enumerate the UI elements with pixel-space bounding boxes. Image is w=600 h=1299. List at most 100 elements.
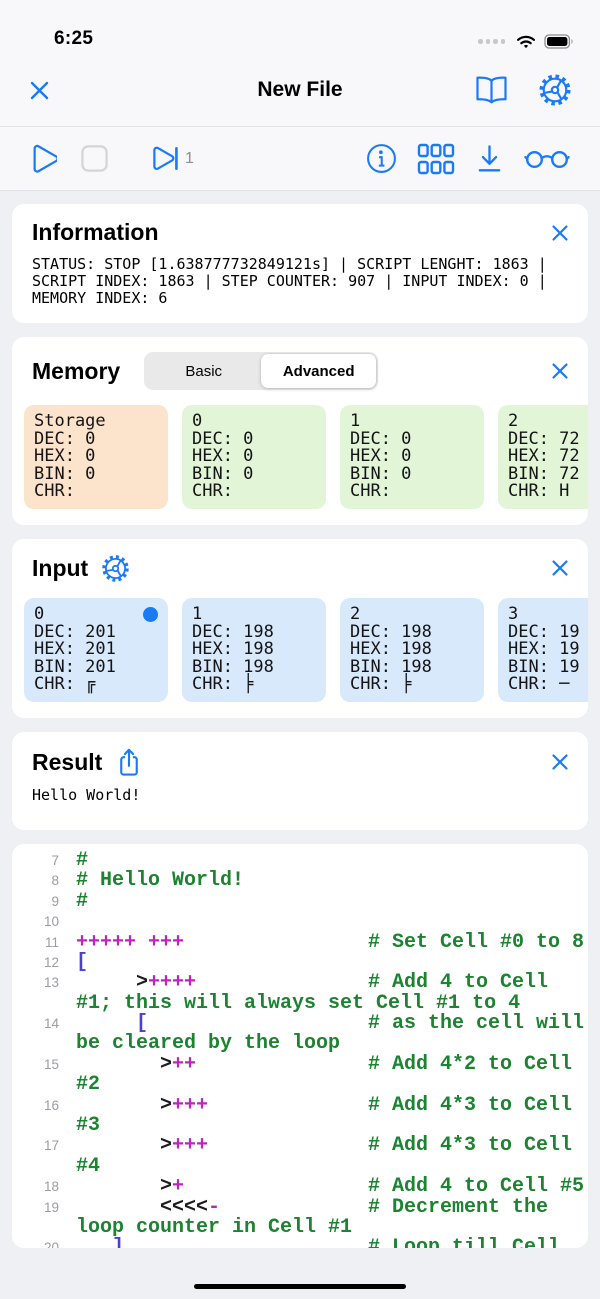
information-title: Information xyxy=(32,219,159,245)
code-line xyxy=(76,912,588,932)
nav-bar: New File xyxy=(0,54,600,127)
code-row[interactable]: 15 >++# Add 4*2 to Cell xyxy=(12,1052,588,1076)
clock: 6:25 xyxy=(54,28,94,49)
cell-line: HEX: 198 xyxy=(192,639,274,660)
cell-line: 3 xyxy=(508,603,519,624)
code-row[interactable]: 8# Hello World! xyxy=(12,871,588,891)
code-row[interactable]: #2 xyxy=(12,1075,588,1095)
cell-line: Storage xyxy=(34,411,106,431)
cell-line: 1 xyxy=(192,603,203,624)
memory-close-button[interactable] xyxy=(550,361,570,381)
wifi-icon xyxy=(515,33,537,50)
step-count: 1 xyxy=(185,149,194,167)
cell-line: 0 xyxy=(192,411,203,431)
reference-book-button[interactable] xyxy=(473,75,510,105)
cell-line: 0 xyxy=(34,603,45,624)
cell-line: CHR: xyxy=(192,481,244,502)
cellular-signal-icon xyxy=(478,39,505,44)
cell-line: CHR: ─ xyxy=(508,674,570,695)
code-row[interactable]: 14 [# as the cell will xyxy=(12,1013,588,1034)
code-comment: # Add 4 to Cell xyxy=(368,971,549,995)
step-forward-button[interactable] xyxy=(150,144,181,173)
cell-line: BIN: 0 xyxy=(350,463,412,484)
code-row[interactable]: 11+++++ +++# Set Cell #0 to 8 xyxy=(12,932,588,953)
line-number: 12 xyxy=(43,954,59,970)
code-line: # xyxy=(76,889,89,913)
cell-line: DEC: 0 xyxy=(192,428,254,449)
settings-gear-button[interactable] xyxy=(538,73,572,107)
result-title: Result xyxy=(32,748,103,775)
code-row[interactable]: loop counter in Cell #1 xyxy=(12,1215,588,1239)
cell-line: BIN: 72 xyxy=(508,463,580,484)
code-row[interactable]: #1; this will always set Cell #1 to 4 xyxy=(12,993,588,1014)
code-row[interactable]: 9# xyxy=(12,889,588,913)
information-close-button[interactable] xyxy=(550,223,570,243)
close-file-button[interactable] xyxy=(28,79,51,102)
code-line: # Hello World! xyxy=(76,869,245,893)
stop-button[interactable] xyxy=(80,144,109,173)
line-number xyxy=(12,1075,76,1095)
code-comment: # Add 4 to Cell #5 xyxy=(368,1175,585,1199)
code-row[interactable]: 13 >++++# Add 4 to Cell xyxy=(12,971,588,995)
information-card: Information STATUS: STOP [1.638777732849… xyxy=(12,204,588,323)
line-number: 15 xyxy=(43,1056,59,1072)
result-close-button[interactable] xyxy=(550,752,570,772)
code-line: loop counter in Cell #1 xyxy=(76,1215,353,1239)
input-panel-toggle-button[interactable] xyxy=(474,143,505,174)
line-number: 10 xyxy=(43,914,59,930)
tab-advanced[interactable]: Advanced xyxy=(261,354,377,388)
code-row[interactable]: 17 >+++# Add 4*3 to Cell xyxy=(12,1135,588,1156)
input-close-button[interactable] xyxy=(550,558,570,578)
code-row[interactable]: 19 <<<<-# Decrement the xyxy=(12,1197,588,1218)
line-number xyxy=(12,1218,76,1238)
cell-line: HEX: 0 xyxy=(192,446,254,467)
cell-line: CHR: H xyxy=(508,481,570,502)
code-row[interactable]: 10 xyxy=(12,912,588,932)
code-row[interactable]: 12[ xyxy=(12,952,588,973)
input-title: Input xyxy=(32,554,89,581)
cell-line: CHR: ╞ xyxy=(192,674,254,695)
line-number: 11 xyxy=(44,934,59,950)
line-number xyxy=(12,1034,76,1054)
line-number xyxy=(12,1157,76,1177)
code-row[interactable]: 18 >+# Add 4 to Cell #5 xyxy=(12,1175,588,1199)
info-panel-toggle-button[interactable] xyxy=(365,142,398,175)
code-row[interactable]: #3 xyxy=(12,1115,588,1136)
run-button[interactable] xyxy=(30,143,57,174)
memory-title: Memory xyxy=(32,357,121,384)
battery-icon xyxy=(544,34,574,49)
code-row[interactable]: 16 >+++# Add 4*3 to Cell xyxy=(12,1095,588,1116)
page-title: New File xyxy=(257,78,343,101)
code-line: # xyxy=(76,848,89,872)
information-status-text: STATUS: STOP [1.638777732849121s] | SCRI… xyxy=(32,255,547,307)
cell-line: BIN: 0 xyxy=(192,463,254,484)
share-result-button[interactable] xyxy=(116,747,142,778)
line-number: 16 xyxy=(43,1097,59,1113)
code-comment: # Add 4*2 to Cell xyxy=(368,1052,573,1076)
code-row[interactable]: 7# xyxy=(12,848,588,872)
result-glasses-toggle-button[interactable] xyxy=(524,146,570,171)
memory-grid-toggle-button[interactable] xyxy=(417,143,455,175)
input-settings-gear-button[interactable] xyxy=(101,554,130,583)
code-row[interactable]: 20 ]# Loop till Cell xyxy=(12,1237,588,1247)
tab-basic[interactable]: Basic xyxy=(185,362,223,380)
code-line: #2 xyxy=(76,1073,101,1097)
code-row[interactable]: #4 xyxy=(12,1154,588,1178)
code-line: #4 xyxy=(76,1154,101,1178)
home-indicator[interactable] xyxy=(194,1283,406,1289)
code-row[interactable]: be cleared by the loop xyxy=(12,1034,588,1054)
line-number: 7 xyxy=(51,852,59,868)
run-toolbar: 1 xyxy=(0,127,600,191)
